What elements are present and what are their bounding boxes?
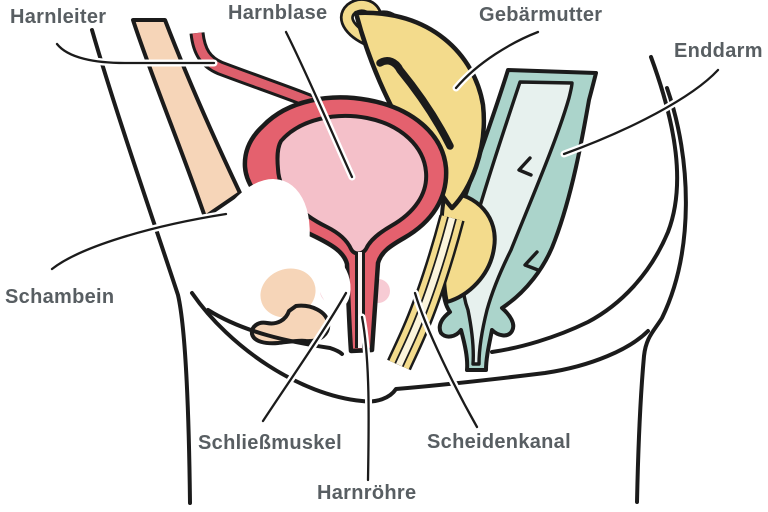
label-harnleiter: Harnleiter — [10, 6, 107, 28]
vagina-canal — [387, 190, 497, 371]
rectum-fold-2 — [523, 250, 540, 272]
label-scheidenkanal: Scheidenkanal — [427, 431, 571, 453]
abdominal-wall-band — [131, 18, 242, 219]
label-schambein: Schambein — [5, 286, 115, 308]
leader-gebaermutter — [454, 30, 540, 90]
leader-harnblase — [284, 30, 354, 179]
fallopian-tube — [342, 0, 380, 47]
leader-schliessmuskel — [261, 291, 348, 423]
label-harnroehre: Harnröhre — [317, 482, 417, 504]
body-outline-back — [490, 55, 688, 504]
label-harnblase: Harnblase — [228, 2, 328, 24]
uterine-cavity — [376, 57, 454, 150]
back-contour-outer — [635, 86, 688, 504]
leader-schambein — [50, 212, 228, 271]
front-contour — [90, 28, 192, 505]
leader-harnroehre — [360, 315, 370, 482]
pubic-bone-group — [202, 179, 351, 346]
label-enddarm: Enddarm — [674, 40, 763, 62]
perineum-outline — [190, 291, 650, 404]
back-contour-inner — [490, 55, 680, 354]
leader-casing-schambein — [48, 210, 230, 273]
uterus — [339, 0, 487, 211]
leader-scheidenkanal — [413, 291, 479, 429]
label-schliessmuskel: Schließmuskel — [198, 432, 342, 454]
vulva-inner-curve — [206, 308, 344, 356]
vulva-outer-curve — [190, 291, 650, 404]
leader-casing-harnleiter — [53, 40, 218, 67]
leader-harnleiter — [55, 42, 216, 65]
leader-enddarm — [562, 68, 720, 156]
vagina-lumen — [396, 217, 456, 367]
leader-lines — [48, 28, 722, 484]
rectum-fold-1 — [517, 156, 533, 177]
bladder — [242, 95, 449, 354]
label-gebaermutter: Gebärmutter — [479, 4, 603, 26]
front-body-outline — [90, 18, 242, 505]
